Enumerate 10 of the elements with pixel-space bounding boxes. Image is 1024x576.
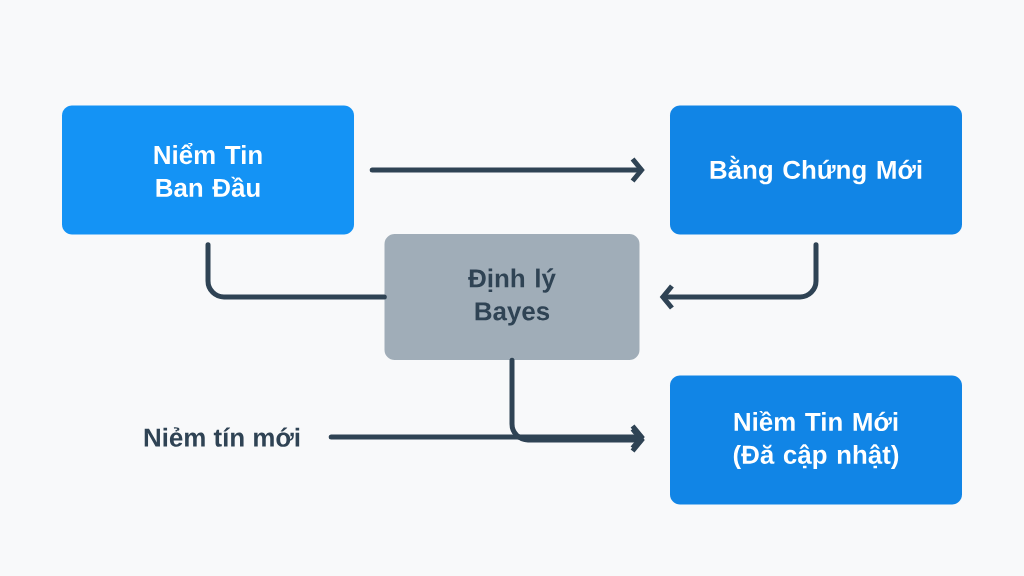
process-box: Niềm Tin Mới (Đă cập nhật) <box>670 375 962 505</box>
process-box: Bằng Chứng Mới <box>670 105 962 235</box>
arrow <box>659 242 819 310</box>
text-label: Niẻm tín mới <box>144 427 300 447</box>
arrow <box>328 424 645 450</box>
process-box: Định lý Bayes <box>384 234 640 360</box>
connector-line <box>205 242 387 300</box>
process-box: Niểm Tin Ban Đầu <box>62 105 354 235</box>
arrow <box>369 157 645 183</box>
arrow <box>509 357 645 453</box>
